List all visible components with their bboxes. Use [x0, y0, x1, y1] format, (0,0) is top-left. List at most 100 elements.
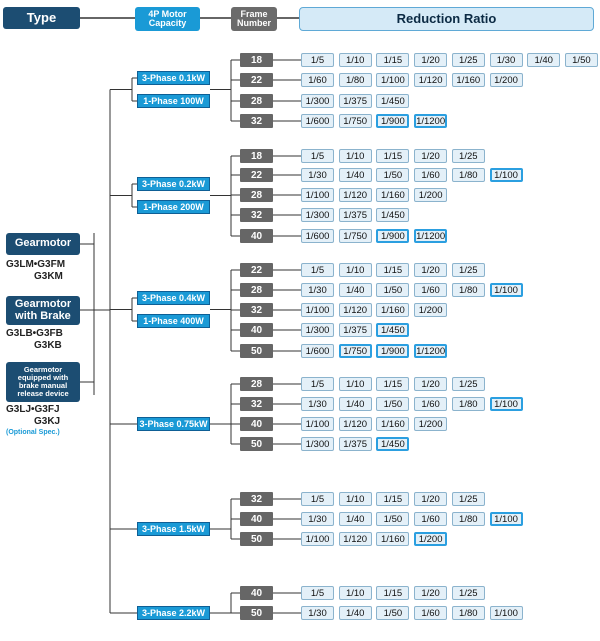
- reduction-ratio-cell: 1/80: [451, 397, 485, 411]
- motor-capacity-label: 1-Phase 100W: [137, 94, 210, 108]
- frame-number-40: 40: [240, 512, 273, 526]
- reduction-ratio-cell: 1/200: [414, 303, 448, 317]
- header-type: Type: [3, 7, 80, 29]
- reduction-ratio-cell: 1/15: [376, 263, 410, 277]
- reduction-ratio-cell: 1/10: [338, 492, 372, 506]
- reduction-ratio-cell: 1/10: [338, 53, 372, 67]
- reduction-ratio-cell: 1/40: [338, 168, 372, 182]
- reduction-ratio-cell: 1/300: [301, 323, 334, 337]
- model-line: G3KB: [34, 340, 62, 351]
- frame-number-40: 40: [240, 229, 273, 243]
- reduction-ratio-cell: 1/750: [338, 229, 372, 243]
- reduction-ratio-cell: 1/200: [414, 532, 448, 546]
- type-gearmotor-manual-release: Gearmotor equipped with brake manual rel…: [6, 362, 80, 402]
- frame-number-32: 32: [240, 397, 273, 411]
- reduction-ratio-cell: 1/30: [301, 283, 334, 297]
- reduction-ratio-cell: 1/120: [414, 73, 448, 87]
- frame-number-28: 28: [240, 188, 273, 202]
- reduction-ratio-cell: 1/100: [489, 283, 523, 297]
- reduction-ratio-cell: 1/200: [414, 188, 448, 202]
- reduction-ratio-cell: 1/300: [301, 94, 334, 108]
- reduction-ratio-cell: 1/100: [301, 532, 334, 546]
- reduction-ratio-cell: 1/25: [451, 377, 485, 391]
- reduction-ratio-cell: 1/1200: [414, 229, 448, 243]
- reduction-ratio-cell: 1/160: [376, 532, 410, 546]
- reduction-ratio-cell: 1/900: [376, 344, 410, 358]
- reduction-ratio-cell: 1/20: [414, 492, 448, 506]
- reduction-ratio-cell: 1/40: [338, 283, 372, 297]
- reduction-ratio-cell: 1/900: [376, 114, 410, 128]
- reduction-ratio-cell: 1/450: [376, 437, 410, 451]
- motor-capacity-label: 3-Phase 1.5kW: [137, 522, 210, 536]
- reduction-ratio-cell: 1/120: [338, 532, 372, 546]
- model-line: G3LB•G3FB: [6, 328, 63, 339]
- reduction-ratio-cell: 1/30: [301, 168, 334, 182]
- reduction-ratio-cell: 1/15: [376, 149, 410, 163]
- reduction-ratio-cell: 1/20: [414, 586, 448, 600]
- reduction-ratio-cell: 1/15: [376, 586, 410, 600]
- frame-number-28: 28: [240, 377, 273, 391]
- reduction-ratio-cell: 1/80: [451, 168, 485, 182]
- reduction-ratio-cell: 1/375: [338, 437, 372, 451]
- reduction-ratio-cell: 1/300: [301, 208, 334, 222]
- reduction-ratio-cell: 1/120: [338, 188, 372, 202]
- motor-capacity-label: 3-Phase 2.2kW: [137, 606, 210, 620]
- reduction-ratio-cell: 1/50: [376, 606, 410, 620]
- frame-number-22: 22: [240, 263, 273, 277]
- reduction-ratio-cell: 1/60: [414, 283, 448, 297]
- frame-number-28: 28: [240, 94, 273, 108]
- motor-capacity-label: 3-Phase 0.4kW: [137, 291, 210, 305]
- frame-number-22: 22: [240, 168, 273, 182]
- reduction-ratio-cell: 1/375: [338, 323, 372, 337]
- model-line: G3LJ•G3FJ: [6, 404, 60, 415]
- reduction-ratio-cell: 1/15: [376, 377, 410, 391]
- reduction-ratio-cell: 1/160: [376, 188, 410, 202]
- reduction-ratio-cell: 1/160: [376, 417, 410, 431]
- frame-number-32: 32: [240, 208, 273, 222]
- frame-number-32: 32: [240, 492, 273, 506]
- reduction-ratio-cell: 1/30: [301, 397, 334, 411]
- reduction-ratio-cell: 1/25: [451, 149, 485, 163]
- reduction-ratio-cell: 1/450: [376, 323, 410, 337]
- reduction-ratio-cell: 1/20: [414, 263, 448, 277]
- frame-number-32: 32: [240, 303, 273, 317]
- header-motor-capacity: 4P Motor Capacity: [135, 7, 200, 31]
- reduction-ratio-cell: 1/10: [338, 377, 372, 391]
- frame-number-50: 50: [240, 344, 273, 358]
- reduction-ratio-cell: 1/100: [301, 188, 334, 202]
- motor-capacity-label: 3-Phase 0.2kW: [137, 177, 210, 191]
- model-line: G3LM•G3FM: [6, 259, 66, 270]
- reduction-ratio-cell: 1/5: [301, 149, 334, 163]
- reduction-ratio-cell: 1/120: [338, 303, 372, 317]
- reduction-ratio-cell: 1/80: [338, 73, 372, 87]
- type-brake-models: G3LB•G3FB G3KB: [6, 328, 86, 352]
- model-line: G3KJ: [34, 416, 61, 427]
- reduction-ratio-cell: 1/100: [489, 512, 523, 526]
- frame-number-28: 28: [240, 283, 273, 297]
- reduction-ratio-cell: 1/60: [414, 512, 448, 526]
- reduction-ratio-cell: 1/50: [564, 53, 598, 67]
- reduction-ratio-cell: 1/25: [451, 263, 485, 277]
- reduction-ratio-cell: 1/30: [301, 606, 334, 620]
- frame-number-40: 40: [240, 417, 273, 431]
- reduction-ratio-cell: 1/450: [376, 94, 410, 108]
- motor-capacity-label: 3-Phase 0.75kW: [137, 417, 210, 431]
- reduction-ratio-cell: 1/25: [451, 53, 485, 67]
- type-gearmotor-with-brake: Gearmotor with Brake: [6, 296, 80, 325]
- reduction-ratio-cell: 1/20: [414, 377, 448, 391]
- reduction-ratio-cell: 1/60: [414, 397, 448, 411]
- reduction-ratio-cell: 1/450: [376, 208, 410, 222]
- reduction-ratio-cell: 1/50: [376, 512, 410, 526]
- reduction-ratio-cell: 1/5: [301, 53, 334, 67]
- type-gearmotor-models: G3LM•G3FM G3KM: [6, 259, 86, 283]
- reduction-ratio-cell: 1/600: [301, 229, 334, 243]
- header-reduction-ratio: Reduction Ratio: [299, 7, 594, 31]
- reduction-ratio-cell: 1/30: [301, 512, 334, 526]
- reduction-ratio-cell: 1/375: [338, 94, 372, 108]
- reduction-ratio-cell: 1/10: [338, 263, 372, 277]
- model-line: G3KM: [34, 271, 63, 282]
- reduction-ratio-cell: 1/20: [414, 53, 448, 67]
- motor-capacity-label: 1-Phase 200W: [137, 200, 210, 214]
- reduction-ratio-cell: 1/750: [338, 344, 372, 358]
